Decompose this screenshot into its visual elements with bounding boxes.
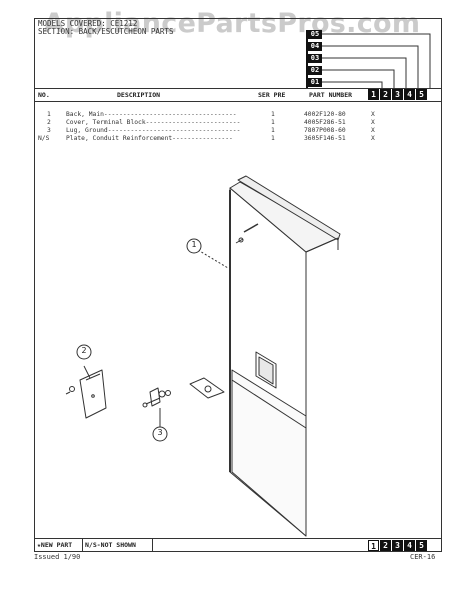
footer-top-rule [34,538,442,539]
version-bar [306,30,308,88]
part-row-2-number: 4005F286-51 [304,119,346,126]
callout-circle-2 [76,344,92,360]
part-row-3-qty: 1 [271,127,275,134]
issued-date: Issued 1/90 [34,553,81,561]
col-description: DESCRIPTION [117,91,161,99]
footer-new-part: ★NEW PART [37,541,73,549]
version-label-02: 02 [308,66,322,75]
col-no: NO. [38,91,50,99]
page-frame [34,18,442,552]
footer-version-box-3: 3 [392,540,403,551]
header-top-rule [34,88,442,89]
callout-label-1: 1 [191,240,197,249]
part-row-3-no: 3 [47,127,51,134]
part-row-4-desc: Plate, Conduit Reinforcement------------… [66,135,233,142]
col-part-number: PART NUMBER [309,91,353,99]
footer-version-box-2: 2 [380,540,391,551]
callout-label-3: 3 [157,428,163,437]
footer-version-box-4: 4 [404,540,415,551]
version-box-1: 1 [368,89,379,100]
part-row-2-desc: Cover, Terminal Block-------------------… [66,119,241,126]
version-box-2: 2 [380,89,391,100]
footer-not-shown: N/S-NOT SHOWN [85,541,136,549]
callout-circle-1 [186,238,202,254]
version-box-5: 5 [416,89,427,100]
part-row-4-no: N/S [38,135,50,142]
part-row-1-desc: Back, Main------------------------------… [66,111,237,118]
part-row-4-qty: 1 [271,135,275,142]
section-line: SECTION: BACK/ESCUTCHEON PARTS [38,27,174,36]
footer-divider-2 [152,538,153,552]
ground-lug-drawing [142,387,171,428]
terminal-cover-drawing [65,365,107,419]
part-row-3-number: 7807P008-60 [304,127,346,134]
part-row-4-mark: X [371,135,375,142]
version-label-01: 01 [308,78,322,87]
callout-circle-3 [152,426,168,442]
version-label-03: 03 [308,54,322,63]
part-row-1-mark: X [371,111,375,118]
version-label-04: 04 [308,42,322,51]
main-back-panel-drawing [197,175,341,537]
part-row-3-mark: X [371,127,375,134]
footer-version-box-1: 1 [368,540,379,551]
part-row-3-desc: Lug, Ground-----------------------------… [66,127,241,134]
part-row-2-no: 2 [47,119,51,126]
version-label-05: 05 [308,30,322,39]
part-row-4-number: 3605F146-51 [304,135,346,142]
part-row-2-mark: X [371,119,375,126]
part-row-1-no: 1 [47,111,51,118]
page-code: CER-16 [410,553,436,561]
conduit-plate-drawing [189,377,225,399]
header-bottom-rule [34,101,442,102]
footer-divider-1 [82,538,83,552]
part-row-2-qty: 1 [271,119,275,126]
callout-label-2: 2 [81,346,87,355]
col-ser-pre: SER PRE [258,91,286,99]
footer-version-box-5: 5 [416,540,427,551]
part-row-1-qty: 1 [271,111,275,118]
version-box-3: 3 [392,89,403,100]
models-covered-line: MODELS COVERED: CE1212 [38,19,138,28]
part-row-1-number: 4002F120-80 [304,111,346,118]
version-box-4: 4 [404,89,415,100]
